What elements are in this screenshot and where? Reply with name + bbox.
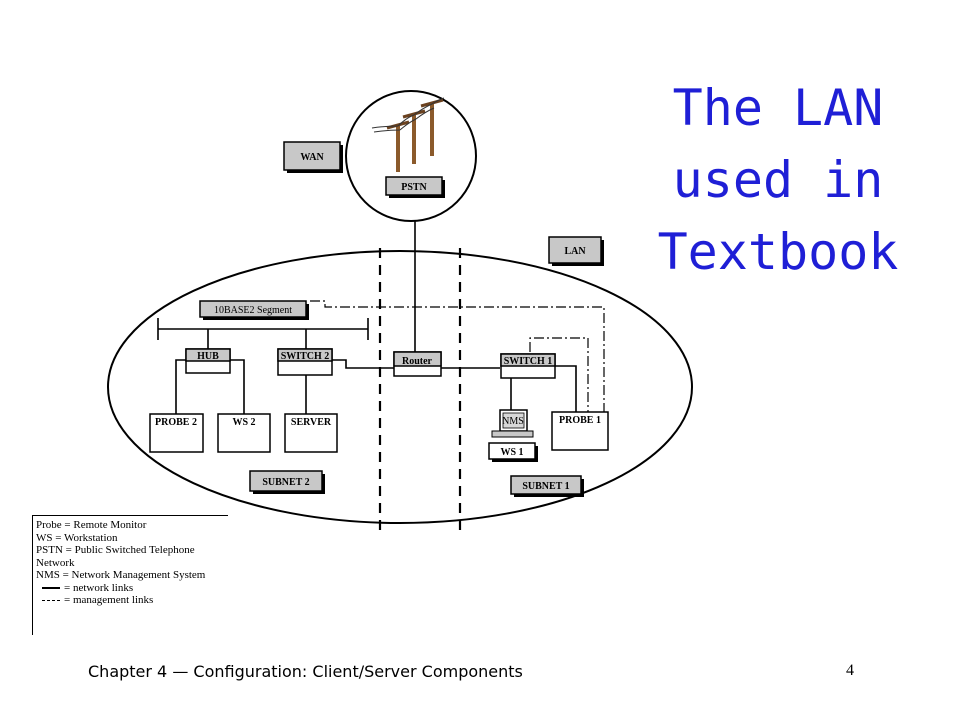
- switch1-label: SWITCH 1: [504, 356, 553, 367]
- legend: Probe = Remote Monitor WS = Workstation …: [32, 515, 228, 635]
- router-device: Router: [393, 351, 442, 377]
- legend-item: WS = Workstation: [36, 531, 118, 544]
- switch2-device: SWITCH 2: [277, 348, 333, 376]
- lan-ellipse: [107, 250, 693, 524]
- nms-label: NMS: [502, 416, 524, 427]
- footer-chapter: Chapter 4 — Configuration: Client/Server…: [88, 662, 523, 681]
- network-links: [157, 200, 577, 414]
- slide-title: The LAN used in Textbook: [628, 72, 928, 288]
- pstn-label: PSTN: [401, 182, 427, 193]
- probe1-label: PROBE 1: [559, 415, 601, 426]
- router-label: Router: [402, 356, 433, 367]
- title-line-1: The LAN: [672, 79, 884, 137]
- probe2-label: PROBE 2: [155, 417, 197, 428]
- lan-box: LAN: [548, 236, 604, 266]
- legend-item: PSTN = Public Switched Telephone: [36, 544, 195, 556]
- telephone-poles-icon: [371, 97, 445, 172]
- page-number: 4: [846, 662, 854, 679]
- ws2-device: WS 2: [217, 413, 271, 453]
- lan-label: LAN: [564, 246, 586, 257]
- hub-label: HUB: [197, 351, 219, 362]
- dash-dot-line-icon: [42, 599, 60, 601]
- segment-box: 10BASE2 Segment: [199, 300, 309, 320]
- legend-management-links: = management links: [36, 594, 228, 607]
- subnet2-box: SUBNET 2: [249, 470, 325, 494]
- hub-device: HUB: [185, 348, 231, 374]
- nms-workstation: NMS WS 1: [488, 409, 538, 462]
- ws1-label: WS 1: [500, 447, 523, 458]
- probe2-device: PROBE 2: [149, 413, 204, 453]
- title-line-3: Textbook: [657, 223, 899, 281]
- switch2-label: SWITCH 2: [281, 351, 330, 362]
- pstn-node: PSTN: [345, 90, 477, 222]
- wan-label: WAN: [300, 152, 324, 163]
- ws2-label: WS 2: [232, 417, 255, 428]
- subnet1-label: SUBNET 1: [522, 481, 569, 492]
- legend-item: NMS = Network Management System: [36, 569, 206, 581]
- solid-line-icon: [42, 586, 60, 589]
- legend-item: Probe = Remote Monitor: [36, 519, 147, 531]
- management-links: [310, 300, 605, 412]
- subnet2-label: SUBNET 2: [262, 477, 309, 488]
- wan-box: WAN: [283, 141, 343, 173]
- probe1-device: PROBE 1: [551, 411, 609, 451]
- switch1-device: SWITCH 1: [500, 353, 556, 379]
- subnet1-box: SUBNET 1: [510, 475, 584, 497]
- segment-label: 10BASE2 Segment: [214, 305, 292, 316]
- server-label: SERVER: [291, 417, 332, 428]
- title-line-2: used in: [672, 151, 884, 209]
- legend-network-links: = network links: [36, 582, 228, 595]
- server-device: SERVER: [284, 413, 338, 453]
- legend-item: Network: [36, 556, 75, 569]
